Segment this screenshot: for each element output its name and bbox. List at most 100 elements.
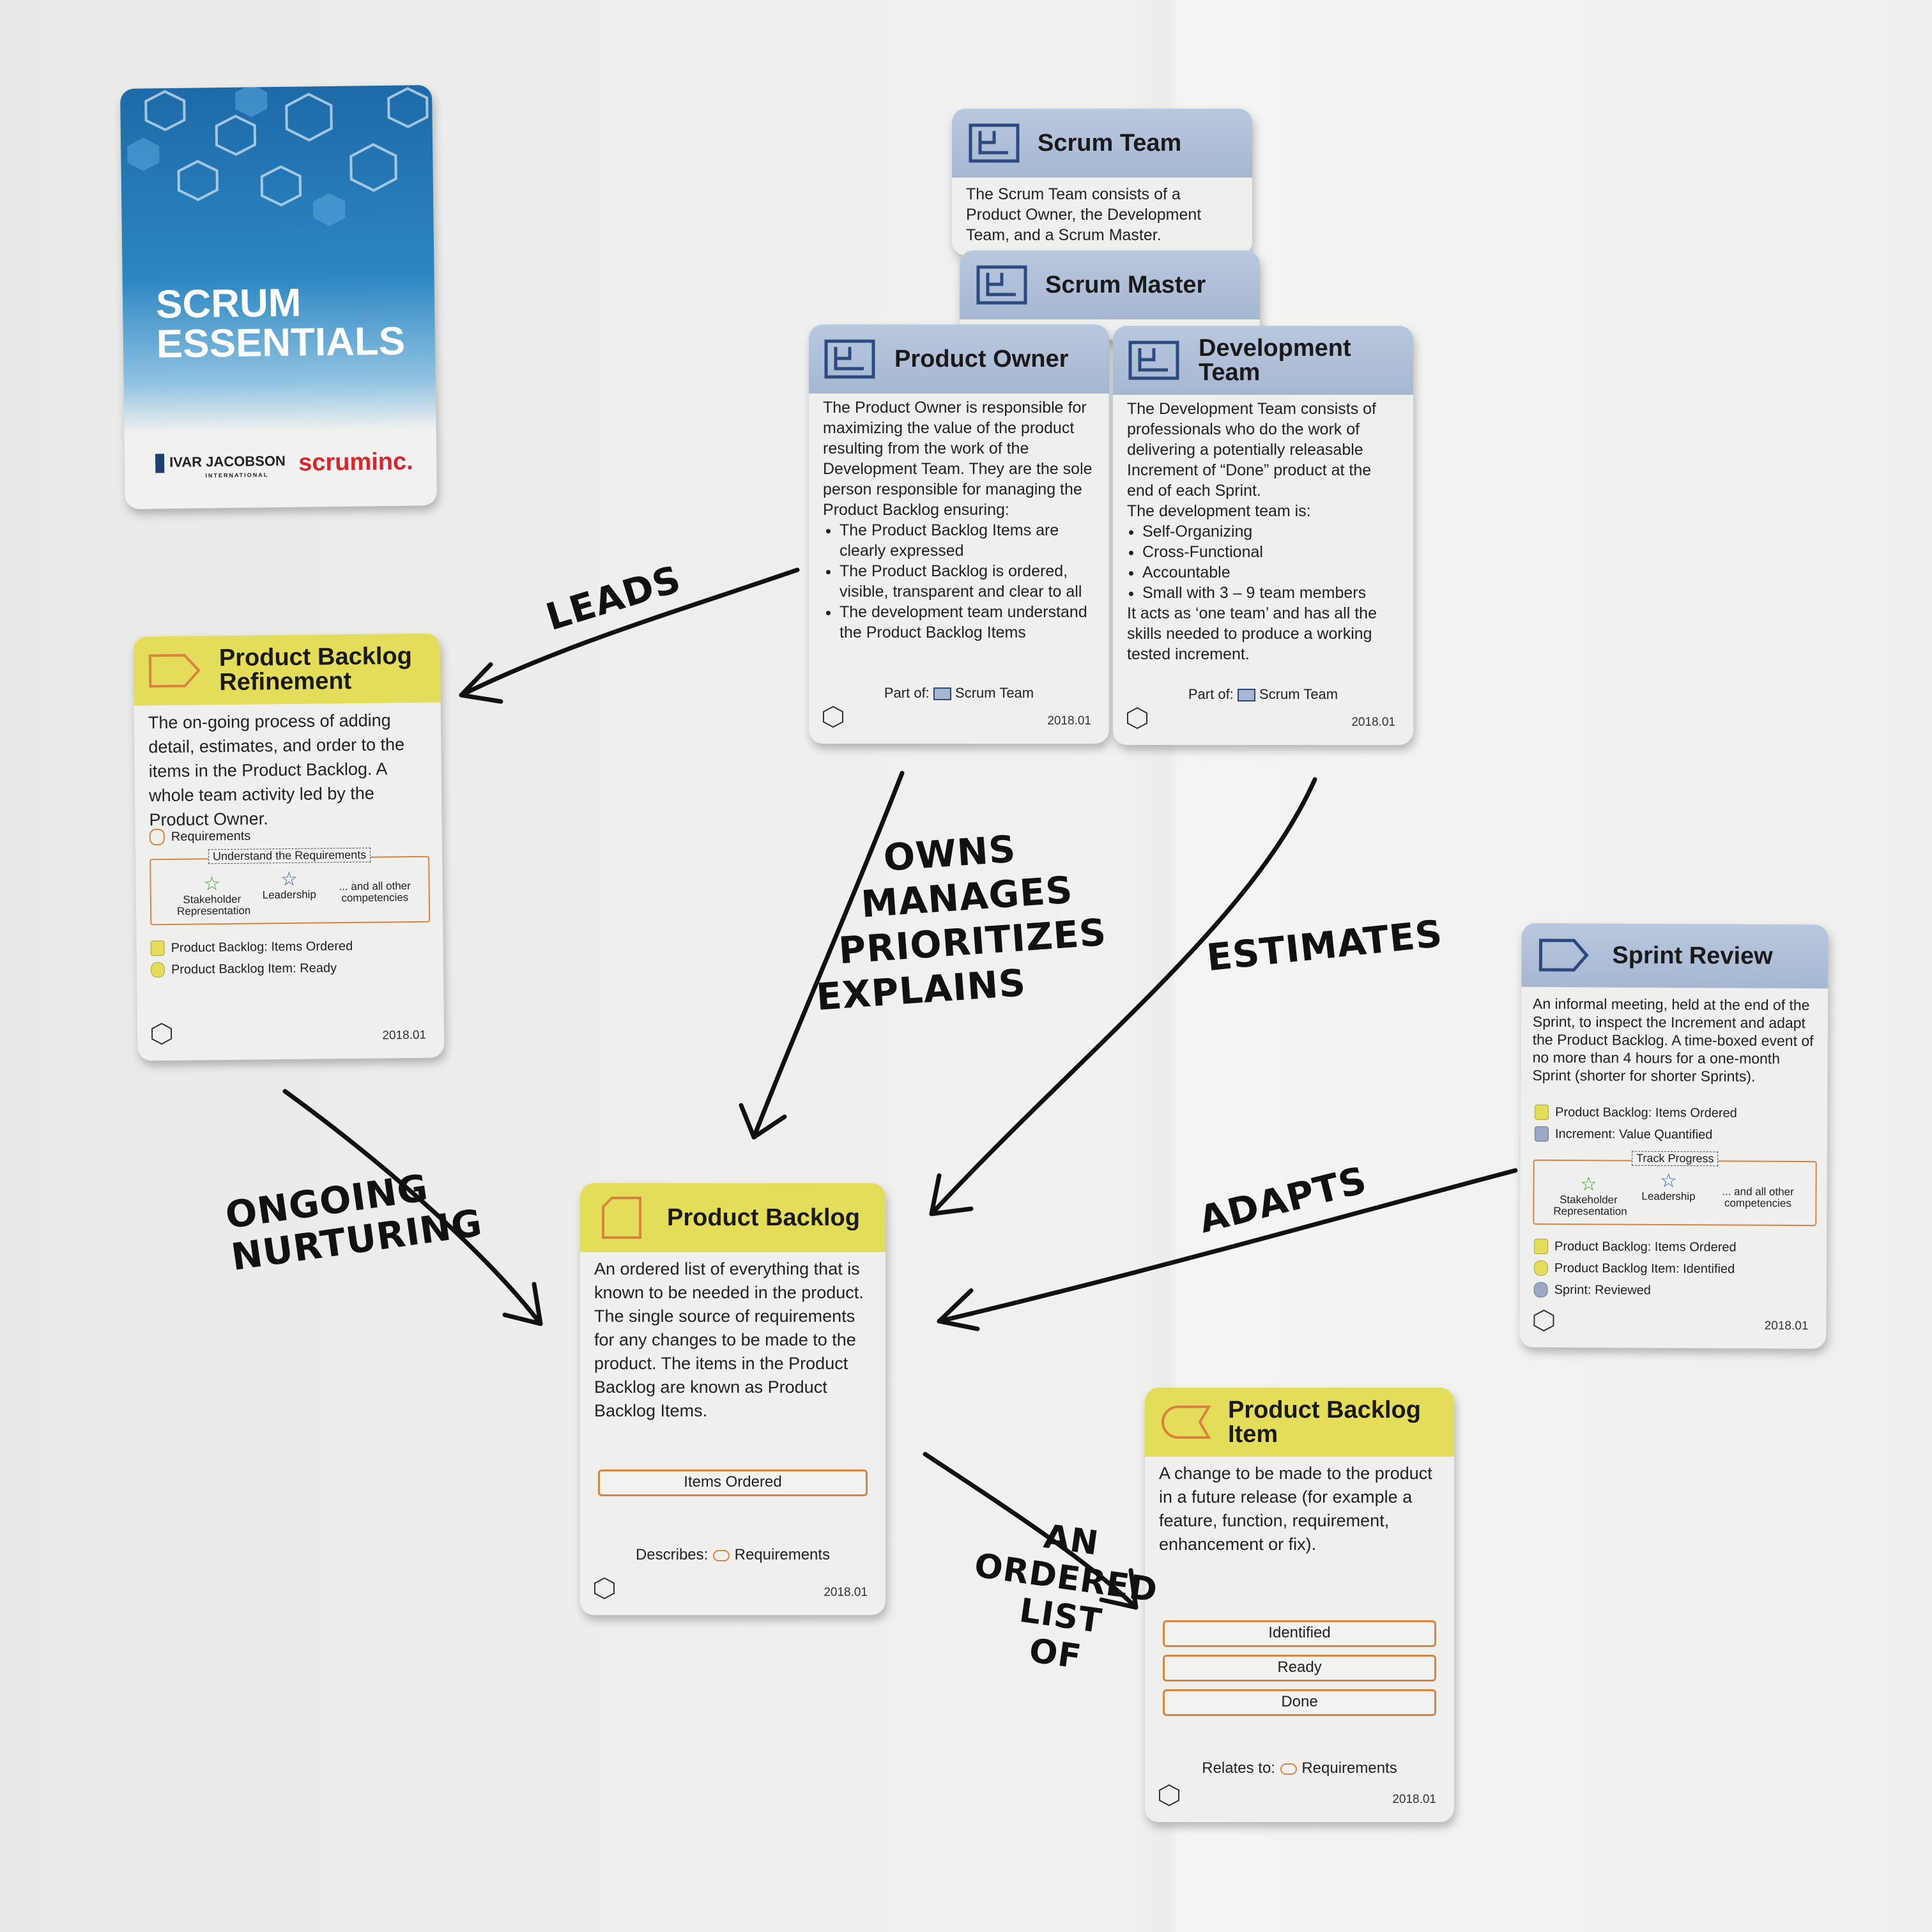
product-owner-intro: The Product Owner is responsible for max… <box>823 399 1092 519</box>
sprint-review-competency-box: Track Progress ☆ Stakeholder Representat… <box>1533 1151 1817 1227</box>
bullet: Self-Organizing <box>1142 521 1399 542</box>
adapts-label: ADAPTS <box>1194 1158 1372 1242</box>
alpha-state-icon <box>150 940 165 956</box>
work-product-icon <box>1162 1406 1211 1439</box>
refinement-state: Product Backlog Item: Ready <box>150 959 337 979</box>
pbi-relates-to: Relates to: Requirements <box>1202 1759 1397 1777</box>
development-team-sub: The development team is: <box>1127 502 1311 520</box>
estimates-arrow-head <box>929 1173 974 1216</box>
scrum-hex-icon <box>594 1577 615 1600</box>
state-ready: Ready <box>1163 1655 1436 1682</box>
alpha-state-icon <box>1533 1260 1548 1276</box>
other-competencies: ... and all other competencies <box>1722 1185 1794 1209</box>
leads-label: LEADS <box>540 556 686 640</box>
development-team-bullets: Self-Organizing Cross-Functional Account… <box>1127 521 1399 603</box>
scrum-master-title: Scrum Master <box>1045 272 1206 298</box>
version-label: 2018.01 <box>1351 716 1395 729</box>
sprint-review-output: Product Backlog Item: Identified <box>1533 1259 1735 1278</box>
role-icon <box>969 123 1020 163</box>
alpha-state-icon <box>1533 1282 1548 1298</box>
scrum-team-text: The Scrum Team consists of a Product Own… <box>966 185 1202 244</box>
artifact-icon <box>602 1197 641 1239</box>
star-icon: ☆ <box>1580 1174 1598 1195</box>
development-team-part-of: Part of: Scrum Team <box>1188 686 1338 702</box>
alpha-state-icon <box>1534 1126 1549 1142</box>
development-team-intro: The Development Team consists of profess… <box>1127 400 1377 500</box>
competency-caption: Understand the Requirements <box>208 847 371 864</box>
estimates-label: ESTIMATES <box>1204 911 1445 980</box>
sprint-review-card: Sprint Review An informal meeting, held … <box>1519 923 1828 1349</box>
ordered-label: AN ORDERED LIST OF <box>972 1517 1160 1677</box>
product-backlog-text: An ordered list of everything that is kn… <box>594 1259 864 1420</box>
sprint-review-input: Product Backlog: Items Ordered <box>1535 1103 1737 1123</box>
ongoing-arrow-head <box>502 1282 543 1326</box>
stakeholder-competency: ☆ Stakeholder Representation <box>176 873 251 917</box>
role-icon <box>976 265 1027 305</box>
ivar-jacobson-mark-icon <box>155 454 165 473</box>
refinement-state: Product Backlog: Items Ordered <box>150 937 353 957</box>
sprint-review-output: Sprint: Reviewed <box>1533 1281 1651 1300</box>
product-owner-bullets: The Product Backlog Items are clearly ex… <box>823 520 1095 643</box>
star-icon: ☆ <box>1660 1170 1678 1192</box>
owns-arrow-head <box>739 1103 787 1140</box>
scrum-hex-icon <box>823 705 843 728</box>
product-owner-title: Product Owner <box>894 346 1069 372</box>
scrum-hex-icon <box>1159 1784 1179 1807</box>
alpha-state-icon <box>150 962 165 978</box>
requirements-mini-icon <box>1280 1763 1297 1775</box>
sprint-review-text: An informal meeting, held at the end of … <box>1532 995 1814 1085</box>
refinement-text: The on-going process of adding detail, e… <box>148 710 405 830</box>
owns-label: OWNS MANAGES PRIORITIZES EXPLAINS <box>815 827 1108 1019</box>
state-items-ordered: Items Ordered <box>598 1469 868 1496</box>
ivar-jacobson-logo: IVAR JACOBSON INTERNATIONAL <box>155 452 286 479</box>
product-owner-part-of: Part of: Scrum Team <box>884 685 1034 701</box>
product-backlog-title: Product Backlog <box>667 1204 860 1231</box>
scrum-hex-icon <box>151 1022 172 1045</box>
alpha-state-icon <box>1535 1104 1549 1120</box>
scrum-essentials-cover-card: SCRUM ESSENTIALS IVAR JACOBSON INTERNATI… <box>119 85 438 509</box>
version-label: 2018.01 <box>1764 1319 1809 1333</box>
refinement-competency-box: Understand the Requirements ☆ Stakeholde… <box>150 847 431 926</box>
bullet: Small with 3 – 9 team members <box>1142 583 1399 603</box>
activity-arrow-icon <box>148 654 201 688</box>
pbi-text: A change to be made to the product in a … <box>1159 1464 1432 1554</box>
leadership-competency: ☆ Leadership <box>1636 1170 1700 1203</box>
leads-arrow-head <box>459 662 503 704</box>
bullet: The Product Backlog Items are clearly ex… <box>839 520 1095 561</box>
role-icon <box>1128 341 1179 380</box>
sprint-review-title: Sprint Review <box>1612 942 1773 970</box>
hexagon-pattern <box>127 85 429 227</box>
product-backlog-card: Product Backlog An ordered list of every… <box>580 1183 885 1615</box>
leadership-competency: ☆ Leadership <box>257 868 321 901</box>
development-team-body: The Development Team consists of profess… <box>1127 399 1399 664</box>
product-owner-card: Product Owner The Product Owner is respo… <box>809 325 1109 744</box>
adapts-arrow-head <box>937 1288 980 1331</box>
state-identified: Identified <box>1163 1620 1436 1647</box>
bullet: Cross-Functional <box>1142 542 1399 562</box>
version-label: 2018.01 <box>1392 1793 1436 1806</box>
competency-caption: Track Progress <box>1632 1151 1719 1167</box>
cover-title: SCRUM ESSENTIALS <box>155 280 406 367</box>
star-icon: ☆ <box>203 873 221 895</box>
product-owner-body: The Product Owner is responsible for max… <box>823 397 1095 643</box>
role-mini-icon <box>933 687 951 701</box>
scrum-team-card: Scrum Team The Scrum Team consists of a … <box>952 109 1252 256</box>
scruminc-logo: scruminc. <box>298 448 413 477</box>
development-team-outro: It acts as ‘one team’ and has all the sk… <box>1127 604 1377 663</box>
star-icon: ☆ <box>280 868 298 891</box>
refinement-requirements: Requirements <box>149 827 251 847</box>
scrum-master-card: Scrum Master <box>960 250 1260 340</box>
scrum-hex-icon <box>1533 1309 1554 1332</box>
scrum-hex-icon <box>1127 707 1147 730</box>
scrum-team-title: Scrum Team <box>1038 130 1182 157</box>
requirements-icon <box>149 829 165 846</box>
activity-arrow-icon <box>1538 939 1589 972</box>
version-label: 2018.01 <box>1047 714 1091 728</box>
sprint-review-input: Increment: Value Quantified <box>1534 1125 1713 1144</box>
